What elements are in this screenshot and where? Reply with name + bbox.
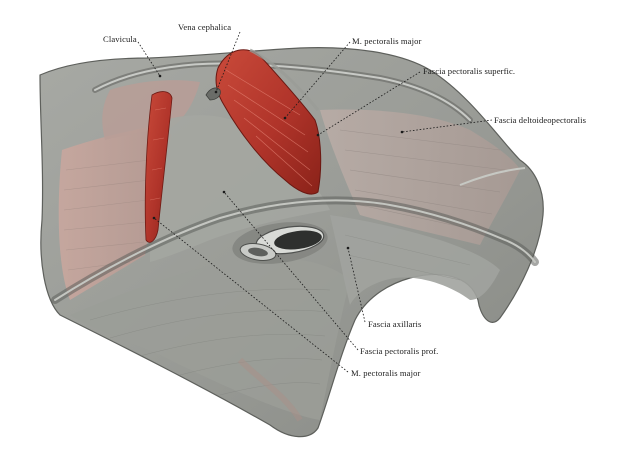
label-m-pectoralis-major-bottom: M. pectoralis major	[351, 368, 421, 378]
label-fascia-axillaris: Fascia axillaris	[368, 319, 422, 329]
leader-fascia-pectoralis-superfic	[317, 71, 421, 136]
leader-lines	[137, 31, 493, 373]
leader-fascia-axillaris	[347, 247, 366, 323]
leader-vena-cephalica	[215, 31, 241, 93]
label-vena-cephalica: Vena cephalica	[178, 22, 232, 32]
lower-fascia-area	[70, 258, 350, 420]
label-m-pectoralis-major-top: M. pectoralis major	[352, 36, 422, 46]
pectoralis-major-strip	[144, 91, 173, 243]
label-fascia-pectoralis-superfic: Fascia pectoralis superfic.	[423, 66, 516, 76]
leader-m-pectoralis-major-bottom	[153, 217, 349, 373]
label-fascia-deltoideopectoralis: Fascia deltoideopectoralis	[494, 115, 587, 125]
label-fascia-pectoralis-prof: Fascia pectoralis prof.	[360, 346, 439, 356]
deltoideopectoral-region	[320, 109, 520, 246]
axillary-region	[330, 215, 500, 305]
leader-fascia-deltoideopectoralis	[401, 119, 493, 133]
leader-fascia-pectoralis-prof	[223, 191, 359, 351]
shoulder-fold	[459, 167, 526, 186]
left-fascia-area	[58, 125, 172, 300]
axillary-opening	[274, 230, 322, 250]
label-clavicula: Clavicula	[103, 34, 137, 44]
